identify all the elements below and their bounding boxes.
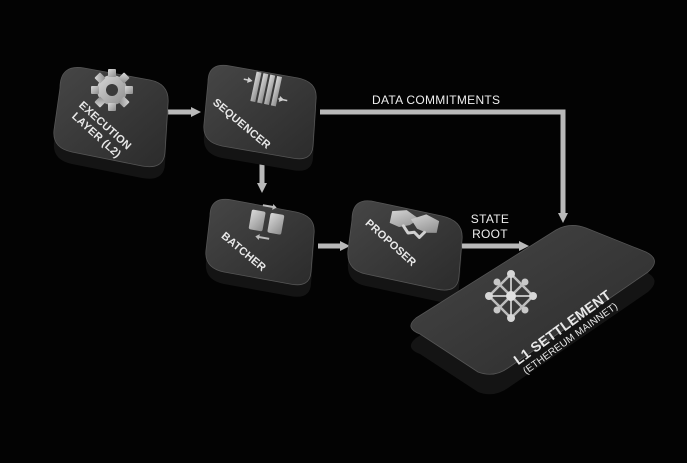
execution-layer-block	[53, 67, 169, 179]
state-root-line2: ROOT	[472, 227, 508, 241]
data-commitments-label: DATA COMMITMENTS	[372, 93, 501, 107]
gear-icon	[91, 69, 133, 111]
batch-swap-icon	[248, 203, 285, 241]
connectors	[168, 107, 568, 251]
state-root-line1: STATE	[470, 212, 510, 226]
sequencer-block	[203, 64, 317, 171]
handshake-icon	[389, 210, 440, 239]
network-node-icon	[485, 270, 537, 322]
stack-arrows-icon	[243, 71, 288, 107]
proposer-block	[347, 200, 463, 303]
state-root-label: STATE ROOT	[468, 212, 512, 242]
arrow-data-commitments	[320, 109, 568, 223]
batcher-block	[205, 198, 315, 297]
l1-settlement-block	[410, 225, 655, 395]
